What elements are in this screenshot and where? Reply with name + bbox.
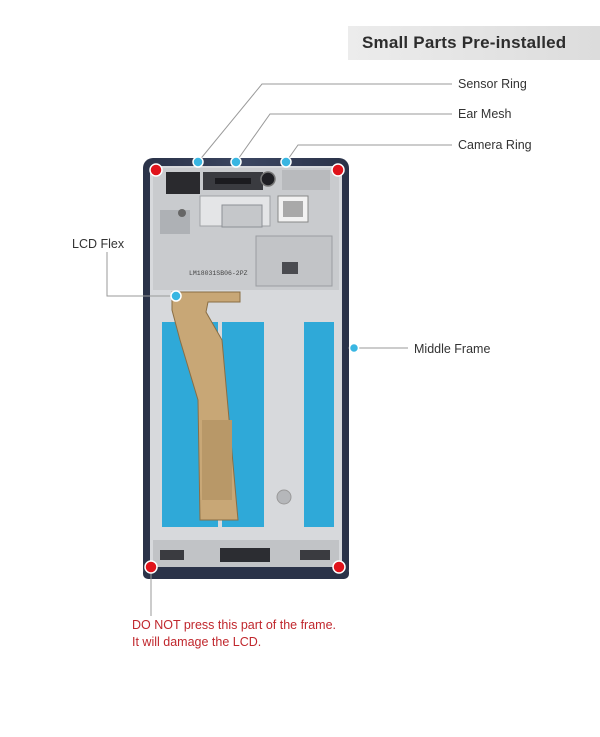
warning-line-2: It will damage the LCD. <box>132 635 262 649</box>
contact-pad <box>276 489 292 505</box>
middle-frame-label: Middle Frame <box>414 342 491 356</box>
warning-note: DO NOT press this part of the frame. It … <box>132 617 336 651</box>
camera-ring-label: Camera Ring <box>458 138 532 152</box>
blue-film-right <box>304 322 334 527</box>
camera-ring-dot <box>280 156 292 168</box>
warning-dot-bottom-left <box>144 560 158 574</box>
sensor-ring-label: Sensor Ring <box>458 77 527 91</box>
warning-line-1: DO NOT press this part of the frame. <box>132 618 337 632</box>
top-right-bracket <box>282 170 330 190</box>
warning-dot-top-left <box>149 163 163 177</box>
ear-mesh-slot <box>215 178 251 184</box>
right-shield <box>255 235 333 287</box>
header-banner: Small Parts Pre-installed <box>348 26 600 60</box>
middle-frame-dot <box>348 342 360 354</box>
sensor-ring-dot <box>192 156 204 168</box>
shield-chip <box>282 262 298 274</box>
lcd-flex-leader <box>106 252 176 297</box>
ear-mesh-leader <box>235 113 452 163</box>
bottom-frame-edge <box>143 567 349 579</box>
sticker-code <box>283 201 303 217</box>
sensor-block <box>166 172 200 194</box>
bracket-inner <box>221 204 263 228</box>
camera-ring-leader <box>285 144 452 163</box>
serial-text: LM18031SB06-2PZ <box>189 270 248 277</box>
banner-title: Small Parts Pre-installed <box>362 33 567 52</box>
lcd-flex-label: LCD Flex <box>72 237 125 251</box>
bottom-right-part <box>300 550 330 560</box>
ear-mesh-dot <box>230 156 242 168</box>
warning-dot-bottom-right <box>332 560 346 574</box>
bottom-connector <box>220 548 270 562</box>
flex-connector <box>202 420 232 500</box>
screw <box>178 209 186 217</box>
sensor-ring-leader <box>197 83 452 163</box>
camera-hole <box>260 171 276 187</box>
ear-mesh-label: Ear Mesh <box>458 107 512 121</box>
bottom-left-part <box>160 550 184 560</box>
warning-dot-top-right <box>331 163 345 177</box>
lcd-flex-dot <box>170 290 182 302</box>
